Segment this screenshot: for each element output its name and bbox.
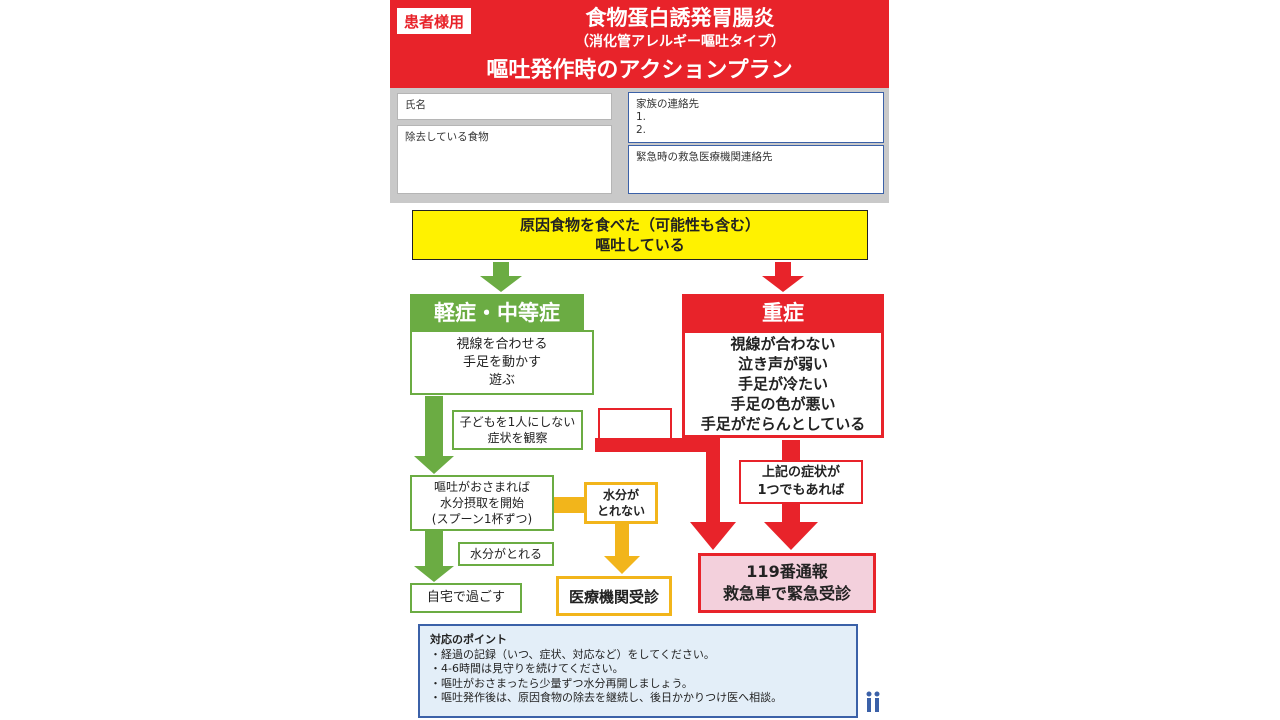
points-title: 対応のポイント bbox=[430, 633, 507, 646]
arrow-to-clinic bbox=[604, 556, 640, 574]
escalation-stem bbox=[706, 438, 720, 524]
stem-hydration-to-home bbox=[425, 531, 443, 569]
mild-sign: 遊ぶ bbox=[488, 372, 515, 388]
severe-signs-box: 視線が合わない 泣き声が弱い 手足が冷たい 手足の色が悪い 手足がだらんとしてい… bbox=[682, 330, 884, 438]
arrow-escalation bbox=[690, 522, 736, 550]
arrow-to-hydration bbox=[414, 456, 454, 474]
watch-line1: 子どもを1人にしない bbox=[459, 415, 576, 429]
name-field[interactable]: 氏名 bbox=[397, 93, 612, 120]
hydration-box: 嘔吐がおさまれば 水分摂取を開始 (スプーン1杯ずつ) bbox=[410, 475, 554, 531]
clinic-label: 医療機関受診 bbox=[568, 587, 659, 606]
point-item: ・経過の記録（いつ、症状、対応など）をしてください。 bbox=[430, 647, 715, 661]
emergency-contact-label: 緊急時の救急医療機関連絡先 bbox=[636, 151, 773, 163]
no-fluid-box: 水分が とれない bbox=[584, 482, 658, 524]
mild-sign: 手足を動かす bbox=[462, 354, 541, 370]
family-contact-label: 家族の連絡先 bbox=[636, 98, 699, 110]
title-disease: 食物蛋白誘発胃腸炎 bbox=[585, 6, 775, 30]
any-symptom-line2: 1つでもあれば bbox=[757, 483, 845, 498]
hydration-line2: 水分摂取を開始 bbox=[439, 496, 524, 510]
connector-to-no-fluid bbox=[554, 497, 584, 513]
header-banner: 患者様用 食物蛋白誘発胃腸炎 （消化管アレルギー嘔吐タイプ） 嘔吐発作時のアクシ… bbox=[390, 0, 889, 88]
point-item: ・嘔吐がおさまったら少量ずつ水分再開しましょう。 bbox=[430, 676, 693, 690]
escalation-box bbox=[598, 408, 672, 440]
severe-sign: 泣き声が弱い bbox=[737, 355, 828, 373]
patient-badge: 患者様用 bbox=[397, 8, 471, 34]
stem-no-fluid-to-clinic bbox=[615, 520, 629, 558]
family-contact-2: 2. bbox=[636, 124, 647, 136]
home-box: 自宅で過ごす bbox=[410, 583, 522, 613]
trigger-line2: 嘔吐している bbox=[595, 236, 685, 254]
title-action-plan: 嘔吐発作時のアクションプラン bbox=[486, 58, 793, 83]
mild-signs-box: 視線を合わせる 手足を動かす 遊ぶ bbox=[410, 330, 594, 395]
arrow-to-severe bbox=[762, 262, 804, 292]
clinic-box: 医療機関受診 bbox=[556, 576, 672, 616]
fluid-ok-box: 水分がとれる bbox=[458, 542, 554, 566]
severe-sign: 視線が合わない bbox=[730, 335, 836, 353]
family-contact-1: 1. bbox=[636, 111, 647, 123]
name-label: 氏名 bbox=[405, 99, 426, 111]
home-label: 自宅で過ごす bbox=[426, 590, 506, 605]
mild-sign: 視線を合わせる bbox=[456, 336, 548, 352]
emergency-line2: 救急車で緊急受診 bbox=[722, 584, 851, 603]
title-subtype: （消化管アレルギー嘔吐タイプ） bbox=[575, 34, 785, 50]
watch-line2: 症状を観察 bbox=[487, 431, 548, 445]
arrow-to-home bbox=[414, 566, 454, 582]
point-item: ・嘔吐発作後は、原因食物の除去を継続し、後日かかりつけ医へ相談。 bbox=[430, 691, 783, 704]
hydration-line3: (スプーン1杯ずつ) bbox=[431, 512, 533, 526]
no-fluid-line2: とれない bbox=[596, 504, 645, 518]
info-section: 氏名 除去している食物 家族の連絡先 1. 2. 緊急時の救急医療機関連絡先 bbox=[390, 88, 889, 203]
severe-sign: 手足が冷たい bbox=[737, 375, 828, 393]
point-item: ・4-6時間は見守りを続けてください。 bbox=[430, 662, 624, 675]
action-plan-sheet: 患者様用 食物蛋白誘発胃腸炎 （消化管アレルギー嘔吐タイプ） 嘔吐発作時のアクシ… bbox=[390, 0, 889, 720]
trigger-box: 原因食物を食べた（可能性も含む） 嘔吐している bbox=[412, 210, 868, 260]
escalation-connector bbox=[595, 438, 719, 452]
arrow-to-mild bbox=[480, 262, 522, 292]
any-symptom-box: 上記の症状が 1つでもあれば bbox=[739, 460, 863, 504]
severe-title: 重症 bbox=[682, 294, 884, 330]
stem-mild-to-hydration bbox=[425, 396, 443, 458]
removed-food-field[interactable]: 除去している食物 bbox=[397, 125, 612, 194]
no-fluid-line1: 水分が bbox=[602, 488, 639, 502]
emergency-line1: 119番通報 bbox=[746, 562, 828, 581]
fluid-ok-label: 水分がとれる bbox=[469, 547, 542, 561]
family-contact-field[interactable]: 家族の連絡先 1. 2. bbox=[628, 92, 884, 143]
hydration-line1: 嘔吐がおさまれば bbox=[433, 480, 530, 494]
emergency-box: 119番通報 救急車で緊急受診 bbox=[698, 553, 876, 613]
removed-food-label: 除去している食物 bbox=[405, 131, 489, 143]
arrow-to-emergency bbox=[764, 522, 818, 550]
severe-sign: 手足の色が悪い bbox=[730, 395, 836, 413]
emergency-contact-field[interactable]: 緊急時の救急医療機関連絡先 bbox=[628, 145, 884, 194]
watch-child-box: 子どもを1人にしない 症状を観察 bbox=[452, 410, 583, 450]
severe-sign: 手足がだらんとしている bbox=[700, 415, 866, 433]
trigger-line1: 原因食物を食べた（可能性も含む） bbox=[519, 216, 760, 234]
mild-title: 軽症・中等症 bbox=[410, 294, 584, 330]
organization-logo-icon bbox=[866, 691, 880, 712]
any-symptom-line1: 上記の症状が bbox=[761, 465, 840, 480]
points-box: 対応のポイント ・経過の記録（いつ、症状、対応など）をしてください。 ・4-6時… bbox=[418, 624, 858, 718]
